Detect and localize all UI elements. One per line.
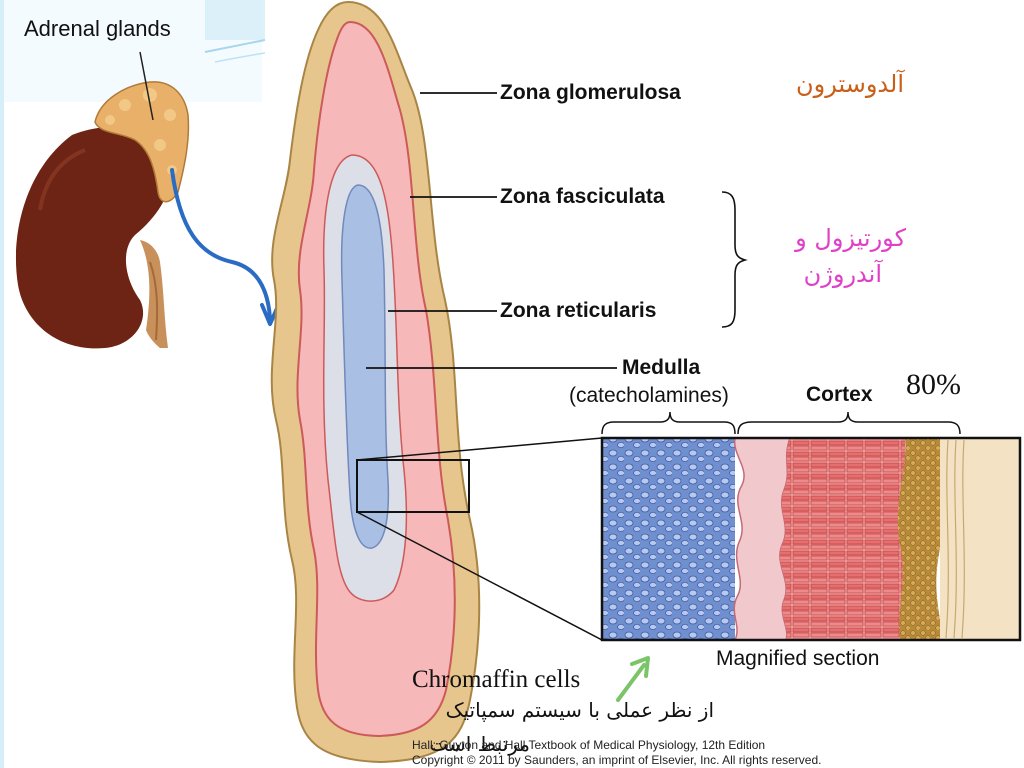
medulla-label: Medulla — [622, 356, 701, 379]
textbook-credit-line2: Copyright © 2011 by Saunders, an imprint… — [412, 753, 822, 767]
slide-corner-decoration — [0, 0, 266, 768]
blue-curved-arrow — [170, 168, 281, 326]
aldosterone-annotation: آلدوسترون — [796, 70, 904, 98]
textbook-credit-line1: Hall: Guyton and Hall Textbook of Medica… — [412, 738, 766, 752]
cortex-zones-brace — [721, 191, 748, 328]
kidney-illustration — [15, 126, 172, 349]
cortex-label: Cortex — [806, 383, 873, 406]
zoom-line-bottom — [356, 511, 603, 641]
green-arrow — [616, 656, 650, 702]
magnified-section-label: Magnified section — [716, 647, 880, 670]
medulla-layer — [340, 184, 390, 549]
adrenal-cross-section — [270, 0, 481, 764]
sympathetic-annotation-line2: مرتبط است — [429, 732, 530, 756]
cortex-bracket — [737, 411, 961, 435]
cortisol-annotation-line1: کورتیزول و — [795, 224, 906, 252]
zona-glomerulosa-label: Zona glomerulosa — [500, 81, 681, 104]
magnification-selection-box — [356, 459, 470, 513]
chromaffin-cells-label: Chromaffin cells — [412, 666, 581, 693]
adrenal-glands-pointer — [139, 51, 154, 121]
magnified-glomerulosa-tissue — [897, 438, 942, 640]
adrenal-glands-label: Adrenal glands — [24, 16, 171, 41]
sympathetic-annotation-line1: از نظر عملی با سیستم سمپاتیک — [445, 698, 714, 722]
cortisol-annotation-line2: آندروژن — [803, 260, 882, 288]
cortex-percent-label: 80% — [906, 368, 961, 401]
zone-pointer-lines — [366, 92, 617, 369]
magnified-section — [600, 436, 1022, 642]
zona-reticularis-label: Zona reticularis — [500, 299, 657, 322]
zona-fasciculata-label: Zona fasciculata — [500, 185, 665, 208]
magnified-medulla-tissue — [602, 438, 735, 640]
magnified-fasciculata-tissue — [779, 438, 905, 640]
catecholamines-label: (catecholamines) — [569, 384, 729, 407]
zoom-line-top — [356, 437, 603, 461]
magnified-capsule-tissue — [940, 438, 1020, 640]
magnified-reticularis-tissue — [733, 437, 792, 641]
medulla-bracket — [601, 411, 736, 435]
